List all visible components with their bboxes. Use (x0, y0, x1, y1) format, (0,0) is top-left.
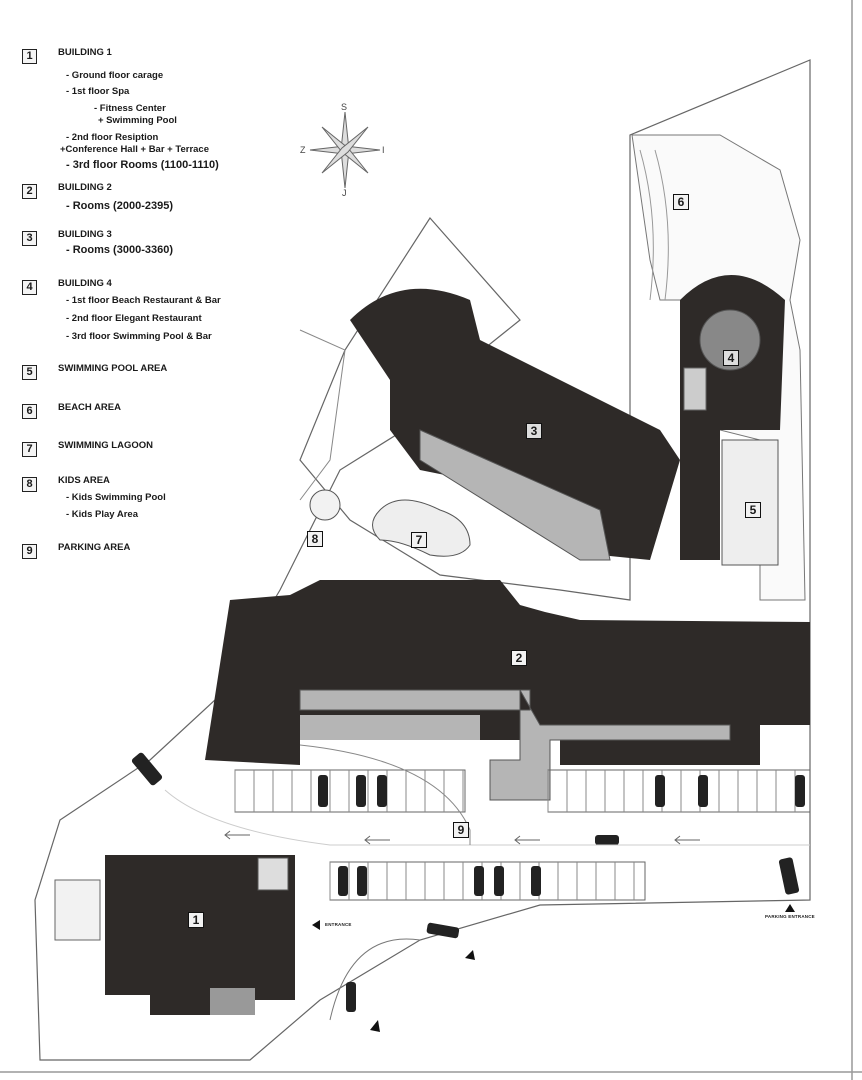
legend-entry-building-4: 4 BUILDING 4 - 1st floor Beach Restauran… (22, 277, 221, 342)
legend-item: +Conference Hall + Bar + Terrace (60, 144, 209, 155)
map-label-building-3: 3 (526, 423, 542, 439)
entrance-label: ENTRANCE (325, 922, 352, 927)
elevator-core (257, 857, 289, 891)
legend-number: 9 (22, 544, 37, 559)
map-label-building-1: 1 (188, 912, 204, 928)
building-4-terrace (699, 309, 761, 371)
stairs (683, 367, 707, 411)
legend-number: 1 (22, 49, 37, 64)
legend-entry-kids: 8 KIDS AREA - Kids Swimming Pool - Kids … (22, 474, 166, 520)
map-label-pool: 5 (745, 502, 761, 518)
building-2-corridor (299, 689, 731, 801)
legend-entry-building-2: 2 BUILDING 2 - Rooms (2000-2395) (22, 181, 173, 212)
legend-item: - Kids Play Area (66, 509, 138, 520)
building-2-lobby (300, 715, 480, 740)
building-1-entrance (210, 988, 255, 1015)
legend-item: - 2nd floor Elegant Restaurant (66, 313, 202, 324)
legend-title: BUILDING 1 (58, 47, 112, 58)
compass-east-label: I (382, 145, 385, 155)
parking-row-lower (329, 861, 646, 901)
site-outline (34, 59, 811, 1061)
legend-entry-parking: 9 PARKING AREA (22, 541, 130, 559)
driveway (299, 744, 471, 845)
legend-number: 5 (22, 365, 37, 380)
legend-item: - 1st floor Beach Restaurant & Bar (66, 295, 221, 306)
legend-entry-lagoon: 7 SWIMMING LAGOON (22, 439, 153, 457)
legend-entry-beach: 6 BEACH AREA (22, 401, 121, 419)
legend-title: BEACH AREA (58, 402, 121, 413)
building-3-corridor (419, 429, 611, 561)
kids-pool (309, 489, 341, 521)
legend-number: 6 (22, 404, 37, 419)
road (164, 789, 810, 846)
compass-north-label: S (341, 102, 348, 112)
legend-number: 3 (22, 231, 37, 246)
compass-west-label: Z (300, 145, 306, 155)
legend-item: - 2nd floor Resiption (66, 132, 159, 143)
compass-rose-icon (309, 111, 381, 189)
legend-entry-building-3: 3 BUILDING 3 - Rooms (3000-3360) (22, 228, 173, 256)
compass-south-label: J (342, 188, 347, 198)
legend-title: SWIMMING POOL AREA (58, 363, 168, 374)
legend-item: - 3rd floor Swimming Pool & Bar (66, 331, 212, 342)
map-label-beach: 6 (673, 194, 689, 210)
cars (131, 752, 805, 1012)
legend-title: KIDS AREA (58, 475, 110, 486)
legend-item: - Kids Swimming Pool (66, 492, 166, 503)
legend-item: - 1st floor Spa (66, 86, 130, 97)
legend-item: - 3rd floor Rooms (1100-1110) (66, 159, 219, 171)
map-label-kids: 8 (307, 531, 323, 547)
legend-item: - Rooms (2000-2395) (66, 200, 173, 212)
legend-title: BUILDING 2 (58, 182, 112, 193)
legend-item: - Rooms (3000-3360) (66, 244, 173, 256)
traffic-arrows (224, 830, 700, 845)
legend-number: 7 (22, 442, 37, 457)
legend-title: BUILDING 3 (58, 229, 112, 240)
walkway (299, 329, 346, 501)
legend-number: 4 (22, 280, 37, 295)
entrance-markers (312, 904, 795, 1032)
legend-title: PARKING AREA (58, 542, 131, 553)
drop-off-loop (329, 938, 421, 1021)
legend-entry-building-1: 1 BUILDING 1 - Ground floor carage - 1st… (22, 46, 219, 171)
map-label-lagoon: 7 (411, 532, 427, 548)
map-label-building-4: 4 (723, 350, 739, 366)
legend-entry-pool: 5 SWIMMING POOL AREA (22, 362, 167, 380)
legend-item: - Ground floor carage (66, 70, 164, 81)
legend-number: 2 (22, 184, 37, 199)
beach-path (639, 149, 669, 301)
legend-title: SWIMMING LAGOON (58, 440, 153, 451)
building-3 (350, 288, 680, 560)
legend-title: BUILDING 4 (58, 278, 112, 289)
swimming-lagoon (372, 499, 471, 557)
parking-entrance-label: PARKING ENTRANCE (765, 914, 815, 919)
legend-item: + Swimming Pool (98, 115, 177, 126)
spa-pool (54, 879, 101, 941)
map-label-parking: 9 (453, 822, 469, 838)
legend-number: 8 (22, 477, 37, 492)
building-1 (105, 855, 295, 1015)
legend-item: - Fitness Center (94, 103, 166, 114)
map-label-building-2: 2 (511, 650, 527, 666)
